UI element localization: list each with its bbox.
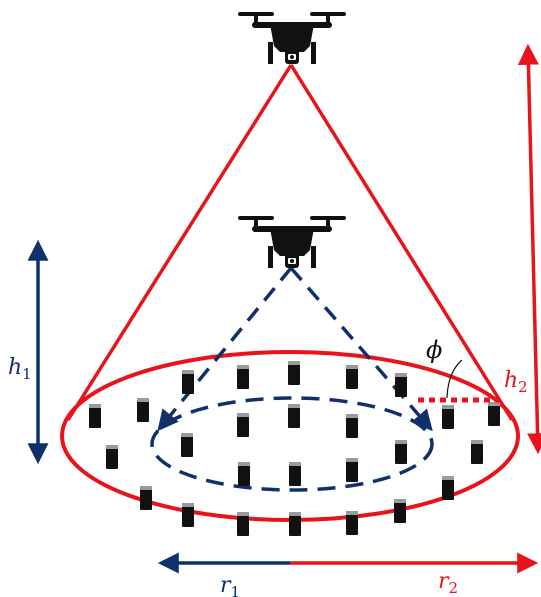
mobile-device-icon bbox=[237, 512, 249, 536]
mobile-device-icon bbox=[181, 433, 193, 457]
mobile-device-icon bbox=[395, 373, 407, 397]
mobile-device-icon bbox=[288, 361, 300, 385]
mobile-device-icon bbox=[346, 365, 358, 389]
mobile-device-icon bbox=[289, 512, 301, 536]
h2-label: h2 bbox=[504, 368, 528, 396]
mobile-device-icon bbox=[137, 398, 149, 422]
inner-coverage-cone bbox=[157, 266, 433, 432]
mobile-device-icon bbox=[140, 486, 152, 510]
h1-label: h1 bbox=[8, 355, 32, 383]
phi-angle-arc bbox=[446, 359, 463, 399]
mobile-device-icon bbox=[182, 503, 194, 527]
mobile-device-icon bbox=[442, 405, 454, 429]
mobile-device-icon bbox=[488, 402, 500, 426]
r2-label: r2 bbox=[438, 569, 458, 597]
mobile-device-icon bbox=[394, 499, 406, 523]
mobile-device-icon bbox=[288, 404, 300, 428]
phi-label: ϕ bbox=[426, 336, 442, 364]
mobile-device-icon bbox=[442, 476, 454, 500]
mobile-device-icon bbox=[471, 440, 483, 464]
mobile-device-icon bbox=[237, 365, 249, 389]
inner-coverage-ellipse bbox=[150, 396, 434, 492]
mobile-device-icon bbox=[237, 413, 249, 437]
mobile-device-icon bbox=[346, 414, 358, 438]
mobile-device-icon bbox=[289, 462, 301, 486]
mobile-device-icon bbox=[238, 462, 250, 486]
mobile-device-icon bbox=[182, 370, 194, 394]
mobile-device-icon bbox=[106, 445, 118, 469]
mobile-device-icon bbox=[346, 458, 358, 482]
ground-devices bbox=[89, 361, 500, 536]
drone-icon-low bbox=[238, 216, 346, 268]
mobile-device-icon bbox=[346, 511, 358, 535]
r1-label: r1 bbox=[220, 573, 240, 597]
drone-icon-high bbox=[238, 12, 346, 64]
mobile-device-icon bbox=[89, 404, 101, 428]
h2-arrow bbox=[517, 43, 541, 455]
mobile-device-icon bbox=[395, 440, 407, 464]
outer-coverage-cone bbox=[66, 64, 514, 421]
